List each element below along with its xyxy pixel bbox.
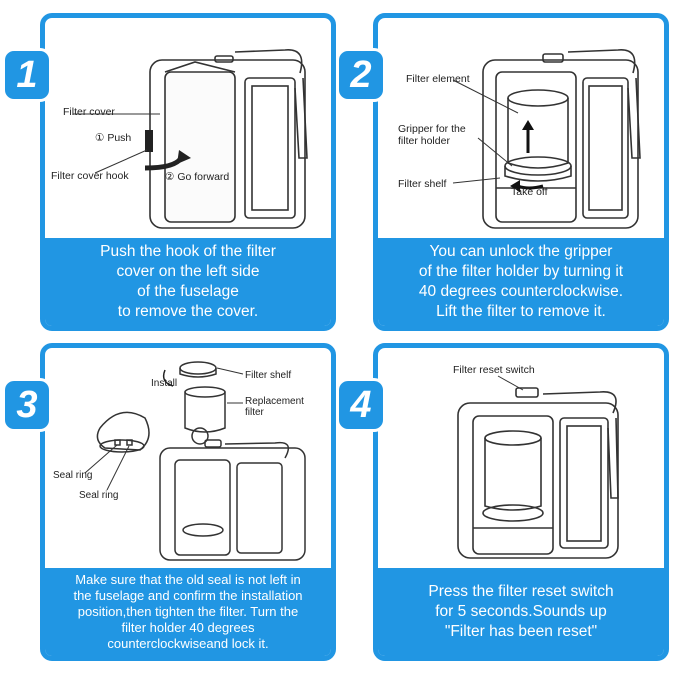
label-install: Install xyxy=(151,378,178,389)
label-filter-shelf: Filter shelf xyxy=(398,178,447,190)
label-filter-reset-switch: Filter reset switch xyxy=(453,364,535,376)
label-replacement-filter: Replacement filter xyxy=(245,396,304,418)
label-filter-element: Filter element xyxy=(406,73,470,85)
label-seal-ring-2: Seal ring xyxy=(79,490,119,501)
label-take-off: Take off xyxy=(511,186,548,198)
label-push: ① Push xyxy=(95,132,132,144)
step-3-number-badge: 3 xyxy=(2,378,52,432)
step-2-caption: You can unlock the gripper of the filter… xyxy=(378,238,664,326)
step-1-panel: Filter cover ① Push Filter cover hook ② … xyxy=(40,13,336,331)
step-3-illustration xyxy=(84,361,306,561)
step-4-illustration xyxy=(457,375,619,559)
step-2-number-badge: 2 xyxy=(336,48,386,102)
step-3-panel: Install Filter shelf Replacement filter … xyxy=(40,343,336,661)
step-3-caption: Make sure that the old seal is not left … xyxy=(45,568,331,656)
step-4-caption: Press the filter reset switch for 5 seco… xyxy=(378,568,664,656)
step-1-number-badge: 1 xyxy=(2,48,52,102)
label-go-forward: ② Go forward xyxy=(165,171,230,183)
label-filter-cover-hook: Filter cover hook xyxy=(51,170,129,182)
label-seal-ring-1: Seal ring xyxy=(53,470,93,481)
step-2-panel: Filter element Gripper for the filter ho… xyxy=(373,13,669,331)
label-gripper: Gripper for the filter holder xyxy=(398,123,466,147)
step-4-panel: Filter reset switch Press the filter res… xyxy=(373,343,669,661)
step-1-illustration xyxy=(73,49,308,229)
step-1-caption: Push the hook of the filter cover on the… xyxy=(45,238,331,326)
label-filter-cover: Filter cover xyxy=(63,106,115,118)
step-4-number-badge: 4 xyxy=(336,378,386,432)
label-filter-shelf: Filter shelf xyxy=(245,370,292,381)
step-2-illustration xyxy=(452,49,641,229)
